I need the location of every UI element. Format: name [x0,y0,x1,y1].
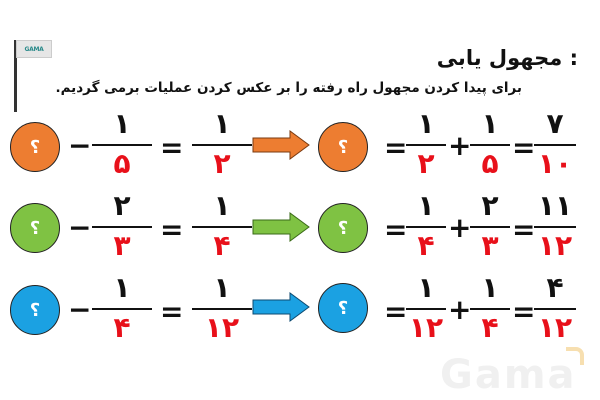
plus-sign: + [448,129,472,162]
arrow-right-icon [252,212,310,242]
fraction-bar [406,308,446,310]
denominator: ۴ [417,229,435,262]
fraction-bar [92,144,152,146]
unknown-circle-orange: ؟ [318,122,368,172]
numerator: ۲ [113,189,131,222]
unknown-circle-orange: ؟ [10,122,60,172]
plus-sign: + [448,211,472,244]
fraction-bar [406,226,446,228]
fraction-bar [470,226,510,228]
watermark-accent [566,347,584,365]
question-mark: ؟ [337,136,349,158]
numerator: ۱ [113,271,131,304]
equation-row-2: ؟ − ۲ ۳ = ۱ ۴ ؟ = ۱ ۴ + ۲ ۳ = ۱۱ ۱۲ [0,192,600,272]
fraction-bar [406,144,446,146]
unknown-circle-green: ؟ [10,203,60,253]
denominator: ۱۲ [537,311,573,344]
question-mark: ؟ [337,297,349,319]
question-mark: ؟ [29,136,41,158]
fraction-bar [92,308,152,310]
denominator: ۳ [113,229,131,262]
equals-sign: = [512,295,536,328]
logo-flag-pole [14,40,17,112]
logo-text: GAMA [24,45,44,53]
equals-sign: = [384,213,408,246]
equals-sign: = [512,131,536,164]
page-title: : مجهول یابی [436,46,578,70]
denominator: ۱۰ [537,147,573,180]
arrow-right-icon [252,130,310,160]
numerator: ۱ [213,107,231,140]
equation-row-3: ؟ − ۱ ۴ = ۱ ۱۲ ؟ = ۱ ۱۲ + ۱ ۴ = ۴ ۱۲ [0,274,600,354]
denominator: ۵ [481,147,499,180]
denominator: ۱۲ [204,311,240,344]
numerator: ۲ [481,189,499,222]
question-mark: ؟ [29,299,41,321]
minus-sign: − [68,293,92,326]
equals-sign: = [512,213,536,246]
question-mark: ؟ [337,217,349,239]
equals-sign: = [384,131,408,164]
watermark-logo: Gama [440,352,577,398]
numerator: ۱ [417,189,435,222]
denominator: ۱۲ [537,229,573,262]
fraction-bar [534,308,576,310]
equals-sign: = [160,131,184,164]
equals-sign: = [384,295,408,328]
numerator: ۱ [213,271,231,304]
page-subtitle: برای پیدا کردن مجهول راه رفته را بر عکس … [55,80,522,96]
equation-row-1: ؟ − ۱ ۵ = ۱ ۲ ؟ = ۱ ۲ + ۱ ۵ = ۷ ۱۰ [0,110,600,190]
denominator: ۱۲ [408,311,444,344]
minus-sign: − [68,211,92,244]
fraction-bar [470,144,510,146]
denominator: ۵ [113,147,131,180]
numerator: ۱۱ [537,189,573,222]
fraction-bar [92,226,152,228]
numerator: ۱ [417,107,435,140]
unknown-circle-blue: ؟ [318,283,368,333]
denominator: ۴ [113,311,131,344]
fraction-bar [192,226,252,228]
equals-sign: = [160,213,184,246]
numerator: ۷ [546,107,564,140]
fraction-bar [534,226,576,228]
numerator: ۴ [546,271,564,304]
denominator: ۲ [417,147,435,180]
numerator: ۱ [113,107,131,140]
fraction-bar [192,308,252,310]
arrow-right-icon [252,292,310,322]
unknown-circle-green: ؟ [318,203,368,253]
unknown-circle-blue: ؟ [10,285,60,335]
numerator: ۱ [481,271,499,304]
denominator: ۴ [213,229,231,262]
fraction-bar [534,144,576,146]
fraction-bar [192,144,252,146]
numerator: ۱ [213,189,231,222]
denominator: ۴ [481,311,499,344]
numerator: ۱ [481,107,499,140]
fraction-bar [470,308,510,310]
numerator: ۱ [417,271,435,304]
denominator: ۳ [481,229,499,262]
denominator: ۲ [213,147,231,180]
minus-sign: − [68,129,92,162]
question-mark: ؟ [29,217,41,239]
logo-flag: GAMA [16,40,52,58]
equals-sign: = [160,295,184,328]
plus-sign: + [448,293,472,326]
